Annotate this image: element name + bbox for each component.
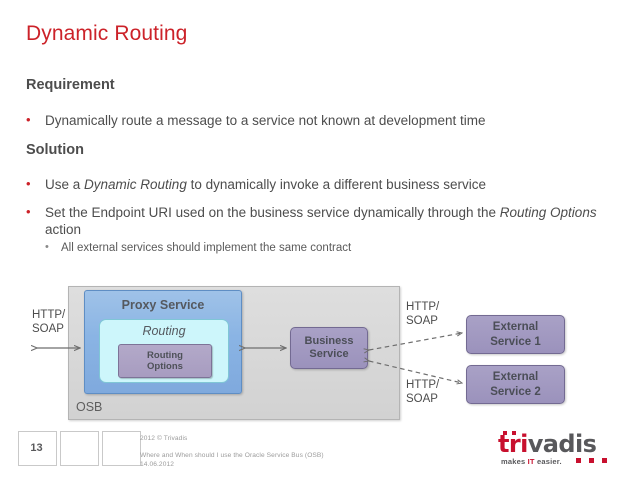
protocol-label-left: HTTP/ SOAP	[32, 308, 65, 337]
routing-options-label-line2: Options	[147, 361, 183, 372]
page-number-box	[18, 431, 57, 466]
external-service-1-label-line2: Service 1	[490, 335, 541, 348]
business-service-box: Business Service	[290, 327, 368, 369]
bullet-text-emphasis: Routing Options	[499, 205, 597, 220]
bullet-text: Dynamically route a message to a service…	[45, 113, 486, 128]
bullet-text: Use a Dynamic Routing to dynamically inv…	[45, 176, 611, 193]
bullet-text-pre: Set the Endpoint URI used on the busines…	[45, 205, 500, 220]
bullet-dot-icon: •	[26, 112, 31, 127]
diagram-connectors	[0, 282, 638, 422]
bullet-text-emphasis: Dynamic Routing	[84, 177, 187, 192]
bullet-solution-1: • Use a Dynamic Routing to dynamically i…	[26, 176, 611, 193]
external-service-2-label-line1: External	[492, 371, 539, 384]
arrow-business-to-external-2	[369, 361, 462, 383]
external-service-1-label-line1: External	[492, 321, 539, 334]
proxy-service-label: Proxy Service	[121, 298, 205, 312]
sub-bullet-dot-icon: •	[45, 241, 49, 253]
bullet-text-pre: Use a	[45, 177, 85, 192]
bullet-text: Set the Endpoint URI used on the busines…	[45, 204, 611, 239]
bullet-dot-icon: •	[26, 204, 31, 219]
footer-copyright: 2012 © Trivadis	[140, 435, 188, 442]
routing-label: Routing	[142, 324, 186, 338]
logo-wordmark: trivadis	[498, 430, 597, 458]
logo-tagline-emphasis: IT	[527, 457, 535, 466]
business-service-label-line2: Service	[309, 348, 349, 360]
page-title: Dynamic Routing	[26, 22, 188, 45]
routing-options-label-line1: Routing	[147, 349, 183, 361]
architecture-diagram: OSB Proxy Service Routing Routing Option…	[0, 282, 638, 422]
footer-box-2	[60, 431, 99, 466]
protocol-label-right-top-line2: SOAP	[406, 315, 438, 328]
protocol-label-right-top: HTTP/ SOAP	[406, 300, 439, 329]
logo-tagline-post: easier.	[534, 457, 562, 466]
footer-doc-title: Where and When should I use the Oracle S…	[140, 452, 324, 459]
protocol-label-left-line2: SOAP	[32, 323, 64, 336]
routing-options-box: Routing Options	[118, 344, 212, 378]
logo-tagline-pre: makes	[501, 457, 528, 466]
external-service-2-label-line2: Service 2	[490, 385, 541, 398]
external-service-2-box: External Service 2	[466, 365, 565, 404]
protocol-label-right-top-line1: HTTP/	[406, 301, 440, 313]
bullet-text-post: to dynamically invoke a different busine…	[186, 177, 486, 192]
protocol-label-left-line1: HTTP/	[32, 309, 66, 321]
section-heading-requirement: Requirement	[26, 77, 115, 93]
proxy-service-box: Proxy Service Routing Routing Options	[84, 290, 242, 394]
logo-wordmark-part2: vadis	[527, 430, 597, 458]
footer-box-3	[102, 431, 141, 466]
bullet-dot-icon: •	[26, 176, 31, 191]
routing-box: Routing Routing Options	[99, 319, 229, 383]
page-number: 13	[30, 441, 43, 454]
bullet-solution-2: • Set the Endpoint URI used on the busin…	[26, 204, 611, 239]
external-service-1-box: External Service 1	[466, 315, 565, 354]
business-service-label-line1: Business	[304, 334, 354, 347]
trivadis-logo: trivadis makes IT easier.	[498, 430, 618, 472]
bullet-text-post: action	[45, 222, 82, 238]
osb-label: OSB	[76, 400, 103, 414]
bullet-requirement-1: • Dynamically route a message to a servi…	[26, 112, 611, 129]
arrow-business-to-external-1	[369, 333, 462, 350]
section-heading-solution: Solution	[26, 142, 84, 158]
slide-footer: 13 2012 © Trivadis Where and When should…	[0, 424, 638, 478]
sub-bullet-text: All external services should implement t…	[61, 242, 352, 254]
protocol-label-right-bottom-line2: SOAP	[406, 393, 438, 406]
sub-bullet-solution-2-1: • All external services should implement…	[45, 241, 585, 255]
footer-date: 14.06.2012	[140, 461, 175, 468]
logo-tagline: makes IT easier.	[501, 457, 562, 466]
